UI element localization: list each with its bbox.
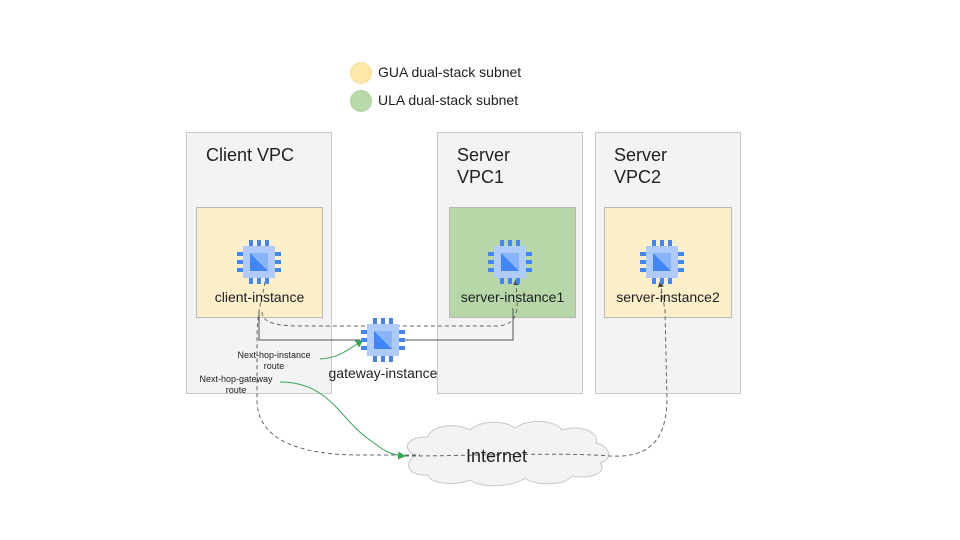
gua-legend-label: GUA dual-stack subnet: [378, 64, 522, 80]
server-instance2-label: server-instance2: [616, 289, 720, 305]
gua-legend-swatch: [350, 62, 372, 84]
client-instance-chip-icon: [237, 240, 281, 284]
server-vpc1-title: Server VPC1: [457, 144, 510, 188]
next-hop-gateway-route-label: Next-hop-gateway route: [194, 374, 278, 396]
server-vpc1-title-line2: VPC1: [457, 167, 505, 187]
client-to-server1-dashed-path: [261, 279, 520, 327]
next-hop-instance-line2: route: [263, 361, 285, 371]
gateway-instance-label: gateway-instance: [328, 365, 438, 381]
server-vpc2-title: Server VPC2: [614, 144, 667, 188]
server-instance1-chip-icon: [488, 240, 532, 284]
client-to-gateway-solid-path: [258, 310, 360, 341]
internet-cloud: [406, 421, 609, 487]
gateway-instance-chip-icon: [361, 318, 405, 362]
server-vpc2-title-line1: Server: [614, 145, 668, 165]
client-to-internet-dashed-path: [256, 281, 420, 456]
client-vpc-title: Client VPC: [206, 145, 295, 165]
next-hop-gateway-line1: Next-hop-gateway: [199, 374, 273, 384]
internet-label: Internet: [466, 446, 528, 466]
internet-to-server2-dashed-path: [404, 281, 668, 457]
next-hop-instance-line1: Next-hop-instance: [237, 350, 311, 360]
next-hop-instance-route-label: Next-hop-instance route: [232, 350, 316, 372]
next-hop-instance-arrow: [319, 339, 364, 360]
server-vpc1-title-line1: Server: [457, 145, 511, 165]
server-instance1-label: server-instance1: [460, 289, 565, 305]
ula-legend-label: ULA dual-stack subnet: [378, 92, 519, 108]
gateway-to-server1-solid-path: [405, 308, 514, 341]
ula-legend-swatch: [350, 90, 372, 112]
client-instance-label: client-instance: [214, 289, 305, 305]
server-instance2-chip-icon: [640, 240, 684, 284]
next-hop-gateway-line2: route: [225, 385, 247, 395]
server-vpc2-title-line2: VPC2: [614, 167, 662, 187]
next-hop-gateway-arrow: [279, 381, 406, 460]
